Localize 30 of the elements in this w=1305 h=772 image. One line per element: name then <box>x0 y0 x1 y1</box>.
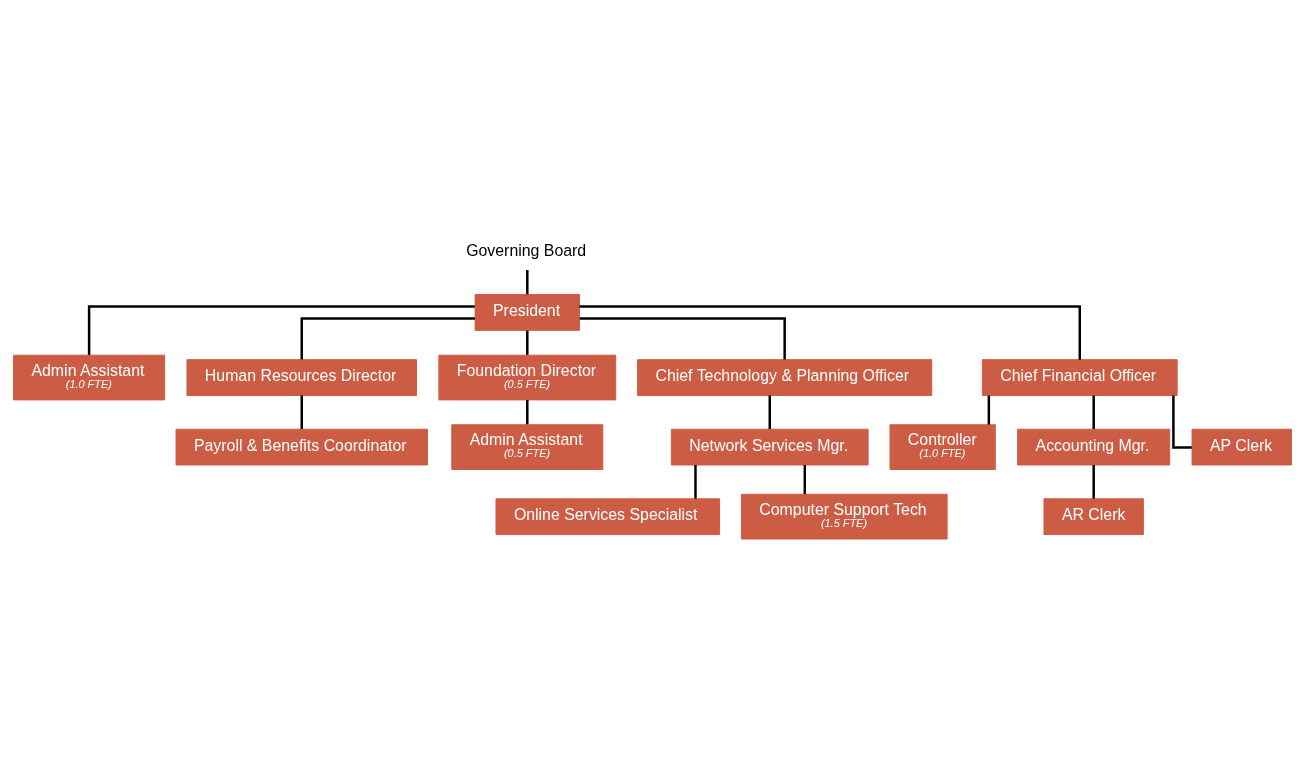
node-box: Chief Financial Officer <box>981 358 1178 396</box>
connector <box>1092 464 1095 499</box>
node-box: Human Resources Director <box>186 358 417 396</box>
node-box: Online Services Specialist <box>495 497 721 535</box>
node-box: Admin Assistant (0.5 FTE) <box>451 423 604 470</box>
connector <box>300 394 303 429</box>
node-box: Computer Support Tech (1.5 FTE) <box>740 493 948 540</box>
node-box: Chief Technology & Planning Officer <box>637 358 933 396</box>
connector <box>694 464 697 499</box>
node-box: Network Services Mgr. <box>670 428 869 465</box>
node-box: Payroll & Benefits Coordinator <box>175 428 428 465</box>
node-box: President <box>474 293 580 331</box>
connector <box>526 330 529 355</box>
connector <box>579 316 786 359</box>
connector <box>579 304 1081 360</box>
node-box: Admin Assistant (1.0 FTE) <box>13 354 166 400</box>
node-box: Controller (1.0 FTE) <box>889 423 996 470</box>
node-box: Foundation Director (0.5 FTE) <box>438 354 617 400</box>
connector <box>1092 394 1095 429</box>
node-box: AR Clerk <box>1043 497 1144 535</box>
connector <box>87 304 475 355</box>
connector <box>987 394 991 424</box>
connector <box>768 394 771 429</box>
connector <box>526 399 529 424</box>
node-box: Accounting Mgr. <box>1017 428 1171 465</box>
connector <box>803 464 806 494</box>
connector <box>526 269 529 294</box>
node-box: AP Clerk <box>1191 428 1292 465</box>
connector <box>300 316 475 359</box>
node-text: Governing Board <box>466 241 587 259</box>
